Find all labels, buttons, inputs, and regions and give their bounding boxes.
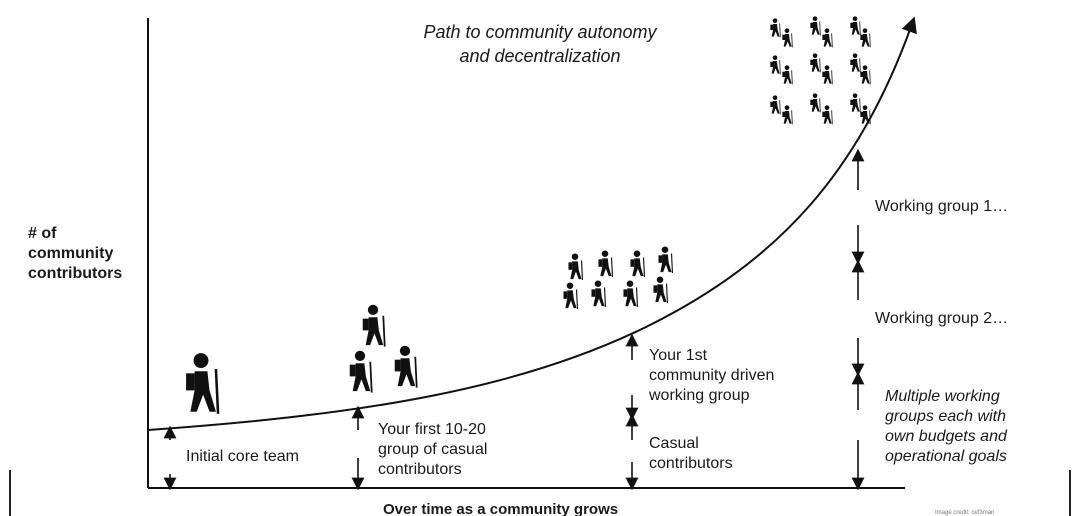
hiker-icon <box>361 304 386 348</box>
label-working-group-1: Working group 1… <box>875 198 1009 215</box>
hiker-icon <box>348 350 373 394</box>
label-working-group-2: Working group 2… <box>875 310 1009 327</box>
hiker-icon <box>184 352 220 416</box>
label-core-team: Initial core team <box>186 448 299 465</box>
growth-curve <box>147 16 917 431</box>
hiker-icon <box>393 345 418 389</box>
image-credit: Image credit: cef3man <box>935 510 995 516</box>
x-axis-label: Over time as a community grows <box>383 501 619 516</box>
measure-arrows <box>163 148 865 491</box>
